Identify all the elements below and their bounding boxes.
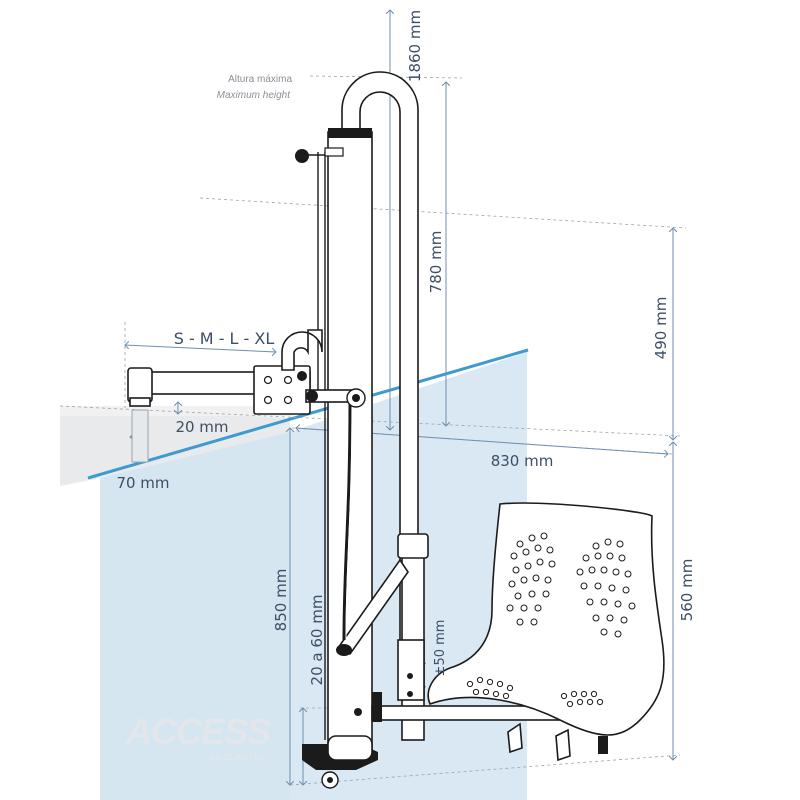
dimension-490: 490 mm xyxy=(652,297,670,360)
max-height-label-es: Altura máxima xyxy=(228,74,292,85)
diagram-labels: Altura máxima Maximum height 1860 mm 780… xyxy=(116,10,696,686)
dimension-20-to-60: 20 a 60 mm xyxy=(308,595,326,686)
dimension-70: 70 mm xyxy=(116,474,169,492)
access-logo-watermark: ACCESS by BLAUTEC xyxy=(125,711,272,762)
dimension-560: 560 mm xyxy=(678,559,696,622)
logo-name: ACCESS xyxy=(125,711,271,752)
dimension-lines xyxy=(125,10,673,785)
logo-sub: by BLAUTEC xyxy=(210,752,267,762)
lift-structure xyxy=(127,71,665,789)
dimension-780: 780 mm xyxy=(427,231,445,294)
dimension-20: 20 mm xyxy=(175,418,228,436)
dimension-plus-minus-50: ±50 mm xyxy=(433,620,448,677)
dimension-850: 850 mm xyxy=(272,569,290,632)
dimension-830: 830 mm xyxy=(491,452,554,470)
dimension-1860: 1860 mm xyxy=(406,10,424,82)
pool-water xyxy=(60,352,527,800)
size-options: S - M - L - XL xyxy=(174,329,275,348)
max-height-label-en: Maximum height xyxy=(217,90,292,101)
